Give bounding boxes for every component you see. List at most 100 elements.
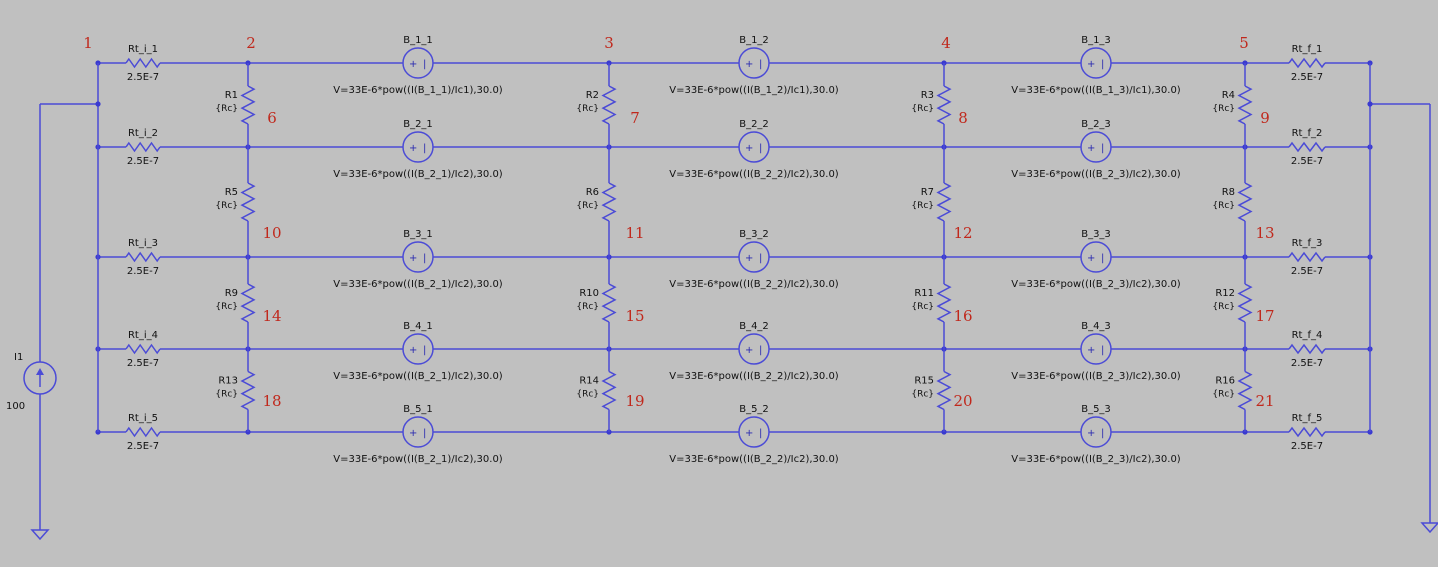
- node-number-label: 13: [1255, 224, 1274, 242]
- ladder-resistor: [240, 182, 256, 222]
- behavioral-source: [1080, 333, 1112, 365]
- node-number-label: 1: [83, 34, 93, 52]
- rt-i-name-label: Rt_i_5: [128, 413, 158, 424]
- ladder-value-label: {Rc}: [215, 390, 238, 400]
- node-number-label: 5: [1239, 34, 1249, 52]
- rt-f-resistor: [1288, 251, 1326, 263]
- rt-f-resistor: [1288, 57, 1326, 69]
- rt-f-name-label: Rt_f_5: [1292, 413, 1323, 424]
- ladder-resistor: [601, 283, 617, 323]
- rt-f-resistor: [1288, 426, 1326, 438]
- rt-f-name-label: Rt_f_2: [1292, 128, 1323, 139]
- ladder-value-label: {Rc}: [576, 104, 599, 114]
- source-expression-label: V=33E-6*pow((I(B_2_1)/Ic2),30.0): [333, 371, 503, 382]
- source-name-label: B_2_2: [739, 119, 769, 130]
- behavioral-source: [402, 416, 434, 448]
- rt-i-value-label: 2.5E-7: [127, 156, 159, 167]
- source-value-label: 100: [6, 401, 25, 412]
- node-number-label: 20: [953, 392, 972, 410]
- source-name-label: B_5_1: [403, 404, 433, 415]
- plus-sign: +: [409, 253, 417, 264]
- ladder-resistor: [1237, 370, 1253, 411]
- ladder-name-label: R16: [1215, 376, 1235, 387]
- behavioral-source: [402, 241, 434, 273]
- ladder-name-label: R3: [921, 90, 934, 101]
- minus-sign: |: [1101, 428, 1104, 439]
- source-name-label: B_3_1: [403, 229, 433, 240]
- ladder-value-label: {Rc}: [911, 201, 934, 211]
- ground-icon: [1420, 522, 1438, 534]
- ladder-resistor: [601, 182, 617, 222]
- source-name-label: B_3_2: [739, 229, 769, 240]
- rt-i-value-label: 2.5E-7: [127, 358, 159, 369]
- ladder-value-label: {Rc}: [215, 201, 238, 211]
- ladder-name-label: R8: [1222, 187, 1235, 198]
- ladder-value-label: {Rc}: [1212, 104, 1235, 114]
- rt-f-value-label: 2.5E-7: [1291, 358, 1323, 369]
- ladder-name-label: R10: [579, 288, 599, 299]
- rt-i-value-label: 2.5E-7: [127, 266, 159, 277]
- ladder-resistor: [240, 283, 256, 323]
- plus-sign: +: [745, 253, 753, 264]
- behavioral-source: [402, 131, 434, 163]
- components: [23, 47, 1438, 541]
- rt-i-value-label: 2.5E-7: [127, 441, 159, 452]
- ladder-resistor: [936, 283, 952, 323]
- ladder-resistor: [240, 85, 256, 125]
- source-name-label: I1: [14, 352, 23, 363]
- rt-i-resistor: [125, 57, 161, 69]
- node-number-label: 16: [953, 307, 972, 325]
- behavioral-source: [402, 333, 434, 365]
- node-number-label: 11: [625, 224, 644, 242]
- ladder-resistor: [1237, 182, 1253, 222]
- junction-dot: [1367, 101, 1373, 107]
- source-expression-label: V=33E-6*pow((I(B_1_3)/Ic1),30.0): [1011, 85, 1181, 96]
- ladder-name-label: R14: [579, 376, 599, 387]
- current-source-i1: [23, 361, 57, 395]
- plus-sign: +: [409, 345, 417, 356]
- rt-f-value-label: 2.5E-7: [1291, 441, 1323, 452]
- source-name-label: B_4_3: [1081, 321, 1111, 332]
- rt-f-name-label: Rt_f_3: [1292, 238, 1323, 249]
- rt-f-name-label: Rt_f_4: [1292, 330, 1323, 341]
- rt-i-resistor: [125, 343, 161, 355]
- ladder-name-label: R12: [1215, 288, 1235, 299]
- plus-sign: +: [1087, 428, 1095, 439]
- source-expression-label: V=33E-6*pow((I(B_2_2)/Ic2),30.0): [669, 169, 839, 180]
- node-number-label: 8: [958, 109, 968, 127]
- rt-i-resistor: [125, 426, 161, 438]
- ladder-value-label: {Rc}: [1212, 201, 1235, 211]
- node-number-label: 4: [941, 34, 951, 52]
- node-number-label: 6: [267, 109, 277, 127]
- minus-sign: |: [759, 59, 762, 70]
- ladder-value-label: {Rc}: [576, 390, 599, 400]
- rt-f-resistor: [1288, 343, 1326, 355]
- source-name-label: B_3_3: [1081, 229, 1111, 240]
- ladder-value-label: {Rc}: [215, 302, 238, 312]
- plus-sign: +: [409, 59, 417, 70]
- minus-sign: |: [423, 345, 426, 356]
- plus-sign: +: [409, 428, 417, 439]
- minus-sign: |: [423, 428, 426, 439]
- ground-icon: [30, 529, 50, 541]
- minus-sign: |: [759, 253, 762, 264]
- plus-sign: +: [745, 59, 753, 70]
- plus-sign: +: [409, 143, 417, 154]
- plus-sign: +: [745, 428, 753, 439]
- node-number-label: 21: [1255, 392, 1274, 410]
- ladder-name-label: R4: [1222, 90, 1235, 101]
- source-name-label: B_5_2: [739, 404, 769, 415]
- source-name-label: B_2_1: [403, 119, 433, 130]
- ladder-value-label: {Rc}: [1212, 390, 1235, 400]
- ladder-value-label: {Rc}: [911, 302, 934, 312]
- node-number-label: 17: [1255, 307, 1274, 325]
- source-expression-label: V=33E-6*pow((I(B_2_2)/Ic2),30.0): [669, 371, 839, 382]
- rt-f-value-label: 2.5E-7: [1291, 266, 1323, 277]
- node-number-label: 12: [953, 224, 972, 242]
- source-name-label: B_1_2: [739, 35, 769, 46]
- minus-sign: |: [423, 59, 426, 70]
- rt-f-value-label: 2.5E-7: [1291, 72, 1323, 83]
- source-name-label: B_1_1: [403, 35, 433, 46]
- rt-i-name-label: Rt_i_2: [128, 128, 158, 139]
- node-number-label: 2: [246, 34, 256, 52]
